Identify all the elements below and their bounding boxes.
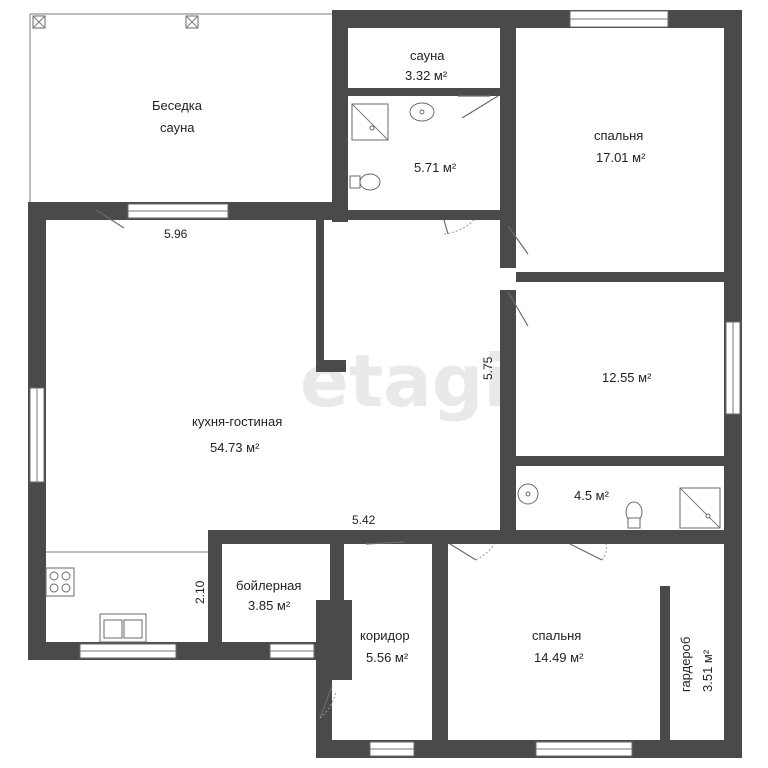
dimension-mid: 5.42 <box>352 513 376 527</box>
gazebo-outline <box>29 13 332 202</box>
room-labels: Беседка сауна сауна 3.32 м² 5.71 м² спал… <box>152 48 715 692</box>
sauna-area: 3.32 м² <box>405 68 448 83</box>
toilet-icon <box>359 173 381 191</box>
kitchen-name: кухня-гостиная <box>192 414 282 429</box>
watermark: etagi <box>300 339 508 423</box>
bath1-area: 5.71 м² <box>414 160 457 175</box>
dimension-top: 5.96 <box>164 227 188 241</box>
corridor-name: коридор <box>360 628 410 643</box>
kitchen-area: 54.73 м² <box>210 440 260 455</box>
sauna-name: сауна <box>410 48 445 63</box>
dimension-labels: 5.96 5.75 5.42 2.10 <box>164 227 495 604</box>
wardrobe-area: 3.51 м² <box>700 649 715 692</box>
bath2-area: 4.5 м² <box>574 488 610 503</box>
bedroom1-name: спальня <box>594 128 643 143</box>
room2-area: 12.55 м² <box>602 370 652 385</box>
wardrobe-name: гардероб <box>678 637 693 692</box>
doors <box>95 95 607 719</box>
boiler-name: бойлерная <box>236 578 301 593</box>
dimension-right: 5.75 <box>481 356 495 380</box>
bedroom2-name: спальня <box>532 628 581 643</box>
stove-icon <box>45 567 75 597</box>
bedroom1-area: 17.01 м² <box>596 150 646 165</box>
corridor-area: 5.56 м² <box>366 650 409 665</box>
windows <box>29 10 741 757</box>
gazebo-label-1: Беседка <box>152 98 203 113</box>
bedroom2-area: 14.49 м² <box>534 650 584 665</box>
boiler-area: 3.85 м² <box>248 598 291 613</box>
gazebo-label-2: сауна <box>160 120 195 135</box>
fixtures <box>45 102 721 643</box>
dimension-left: 2.10 <box>193 580 207 604</box>
